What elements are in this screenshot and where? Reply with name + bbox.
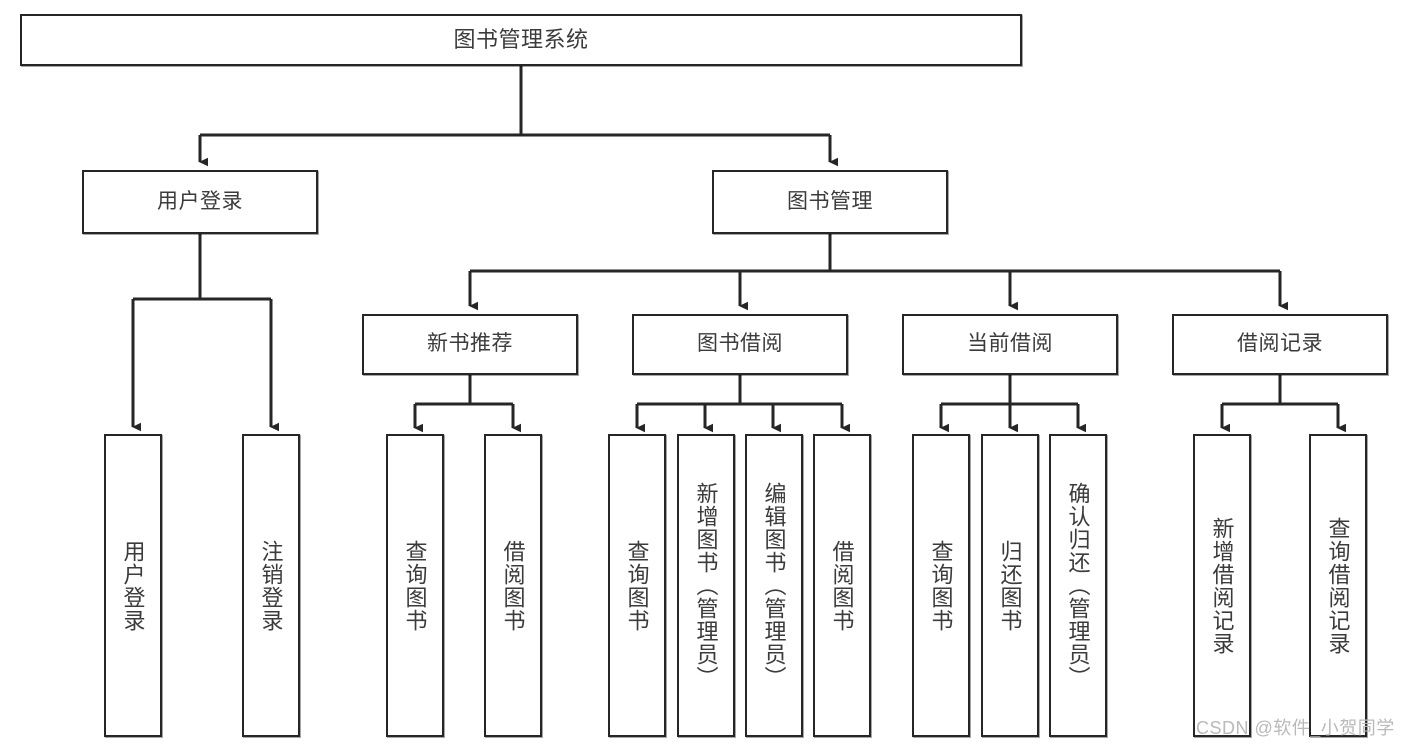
csdn-watermark: CSDN @软件_小贺同学	[1196, 718, 1395, 738]
node-leaf-query-record-label: 查询借阅记录	[1325, 516, 1351, 655]
node-leaf-user-login-label: 用户登录	[120, 539, 146, 632]
node-root-system-label: 图书管理系统	[453, 27, 589, 53]
node-leaf-query-book-2[interactable]: 查询图书	[608, 434, 666, 737]
node-current-borrow[interactable]: 当前借阅	[902, 314, 1118, 375]
node-book-borrow-label: 图书借阅	[697, 332, 783, 356]
node-borrow-record-label: 借阅记录	[1237, 332, 1323, 356]
node-leaf-user-login[interactable]: 用户登录	[104, 434, 162, 737]
node-leaf-borrow-book-1[interactable]: 借阅图书	[484, 434, 542, 737]
node-book-borrow[interactable]: 图书借阅	[632, 314, 848, 375]
node-user-login-label: 用户登录	[157, 189, 243, 213]
node-leaf-query-book-3[interactable]: 查询图书	[912, 434, 970, 737]
node-leaf-edit-book[interactable]: 编辑图书（管理员）	[745, 434, 803, 737]
node-leaf-add-record[interactable]: 新增借阅记录	[1193, 434, 1251, 737]
node-leaf-return-book-label: 归还图书	[997, 539, 1023, 632]
node-root-system[interactable]: 图书管理系统	[20, 14, 1022, 66]
node-book-management-label: 图书管理	[787, 189, 873, 213]
node-borrow-record[interactable]: 借阅记录	[1172, 314, 1388, 375]
node-leaf-return-book[interactable]: 归还图书	[981, 434, 1039, 737]
node-leaf-edit-book-label: 编辑图书（管理员）	[761, 482, 787, 689]
node-leaf-borrow-book-2[interactable]: 借阅图书	[813, 434, 871, 737]
node-leaf-query-book-1[interactable]: 查询图书	[386, 434, 444, 737]
node-new-book-recommend[interactable]: 新书推荐	[362, 314, 578, 375]
node-leaf-confirm-return-label: 确认归还（管理员）	[1065, 482, 1091, 689]
node-leaf-query-book-3-label: 查询图书	[928, 539, 954, 632]
node-leaf-add-record-label: 新增借阅记录	[1209, 516, 1235, 655]
node-leaf-borrow-book-2-label: 借阅图书	[829, 539, 855, 632]
node-current-borrow-label: 当前借阅	[967, 332, 1053, 356]
node-leaf-logout-login-label: 注销登录	[258, 539, 284, 632]
node-leaf-add-book[interactable]: 新增图书（管理员）	[677, 434, 735, 737]
node-leaf-query-record[interactable]: 查询借阅记录	[1309, 434, 1367, 737]
node-leaf-add-book-label: 新增图书（管理员）	[693, 482, 719, 689]
node-leaf-logout-login[interactable]: 注销登录	[242, 434, 300, 737]
node-leaf-query-book-1-label: 查询图书	[402, 539, 428, 632]
node-new-book-recommend-label: 新书推荐	[427, 332, 513, 356]
node-leaf-confirm-return[interactable]: 确认归还（管理员）	[1049, 434, 1107, 737]
node-leaf-query-book-2-label: 查询图书	[624, 539, 650, 632]
node-leaf-borrow-book-1-label: 借阅图书	[500, 539, 526, 632]
node-user-login[interactable]: 用户登录	[82, 170, 318, 234]
node-book-management[interactable]: 图书管理	[712, 170, 948, 234]
